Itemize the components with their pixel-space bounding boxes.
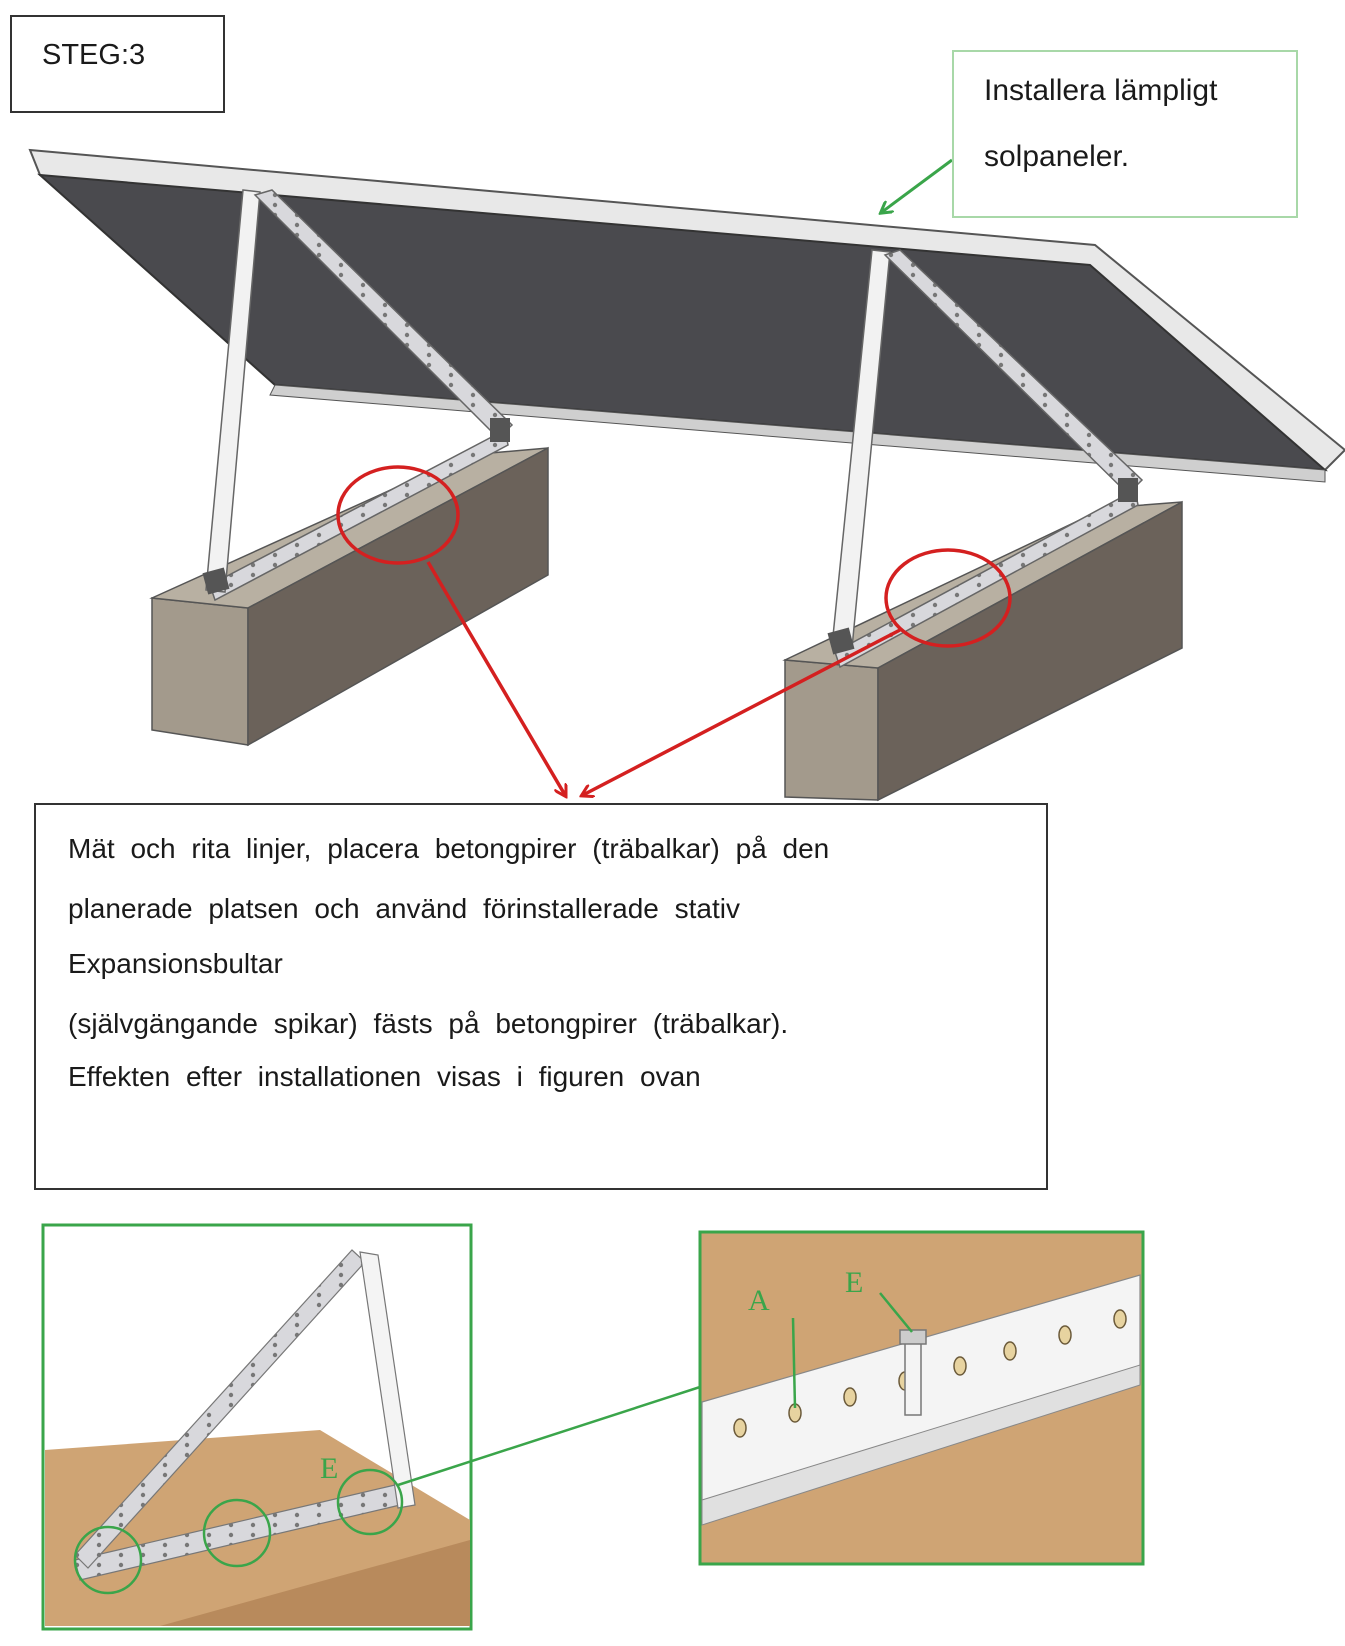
note-line: Installera lämpligt	[984, 74, 1218, 107]
step-box: STEG:3	[10, 15, 225, 113]
instruction-line: Mät och rita linjer, placera betongpirer…	[68, 833, 830, 864]
detail-panel-right	[698, 1230, 1145, 1566]
instruction-box: Mät och rita linjer, placera betongpirer…	[34, 803, 1048, 1190]
note-pointer-arrow	[882, 158, 953, 212]
red-annotations	[336, 465, 1012, 795]
note-box: Installera lämpligt solpaneler.	[952, 50, 1298, 218]
instruction-line: (självgängande spikar) fästs på betongpi…	[68, 1008, 789, 1039]
detail-panel-left	[41, 1223, 473, 1631]
mount-bracket-left	[202, 189, 514, 602]
step-label: STEG:3	[42, 39, 146, 71]
detail-connector-line	[397, 1385, 701, 1487]
note-line: solpaneler.	[984, 140, 1130, 173]
solar-panel	[28, 148, 1345, 483]
detail-label-left-e: E	[320, 1452, 338, 1485]
concrete-block-left	[149, 446, 549, 747]
detail-label-right-e: E	[845, 1266, 863, 1299]
instruction-line: Expansionsbultar	[68, 948, 283, 979]
mount-bracket-right	[827, 249, 1144, 669]
instruction-line: Effekten efter installationen visas i fi…	[68, 1061, 701, 1092]
detail-label-right-a: A	[748, 1284, 770, 1317]
instruction-line: planerade platsen och använd förinstalle…	[68, 893, 740, 924]
